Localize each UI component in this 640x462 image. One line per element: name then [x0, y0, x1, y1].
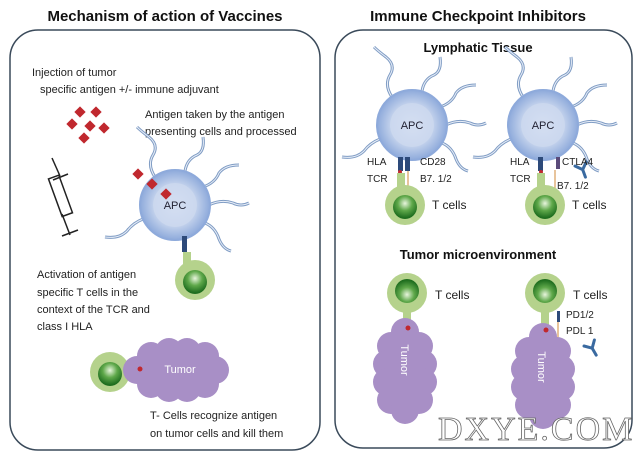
- tcr-receptor: [537, 173, 545, 187]
- antigen-taken-text-1: Antigen taken by the antigen: [145, 109, 284, 121]
- activation-text-4: class I HLA: [37, 321, 93, 333]
- tumor-micro-title: Tumor microenvironment: [400, 247, 557, 262]
- apc-label: APC: [164, 200, 187, 212]
- pdl1-label: PDL 1: [566, 326, 594, 337]
- apc-cell: [473, 47, 617, 171]
- apc-cell: [342, 47, 486, 171]
- injection-text-2: specific antigen +/- immune adjuvant: [40, 84, 219, 96]
- t-cells-label: T cells: [432, 198, 466, 212]
- apc-cell: [105, 127, 249, 251]
- t-cells-label: T cells: [573, 288, 607, 302]
- activation-text-3: context of the TCR and: [37, 304, 150, 316]
- b7-label: B7. 1/2: [557, 181, 589, 192]
- watermark: DXYE.COM: [438, 411, 634, 448]
- hla-label: HLA: [367, 157, 387, 168]
- antigen-dot: [137, 366, 143, 372]
- injection-text-1: Injection of tumor: [32, 67, 117, 79]
- hla-receptor: [538, 157, 543, 171]
- pd1-receptor: [557, 311, 560, 322]
- b7-label: B7. 1/2: [420, 174, 452, 185]
- tcr-label: TCR: [510, 174, 531, 185]
- right-panel-title: Immune Checkpoint Inhibitors: [370, 8, 586, 25]
- apc-label: APC: [401, 120, 424, 132]
- antigen-on-apc-icon: [132, 168, 172, 200]
- tumor-label: Tumor: [398, 344, 410, 376]
- hla-receptor: [182, 236, 187, 252]
- t-cells-label: T cells: [572, 198, 606, 212]
- syringe-icon: [47, 157, 79, 237]
- antigen-dot: [543, 327, 549, 333]
- t-cell: [385, 185, 425, 225]
- apc-label: APC: [532, 120, 555, 132]
- t-cells-label: T cells: [435, 288, 469, 302]
- cd28-label: CD28: [420, 157, 446, 168]
- left-panel-border: [9, 29, 321, 451]
- antigen-taken-text-2: presenting cells and processed: [145, 126, 297, 138]
- pd1-label: PD1/2: [566, 310, 594, 321]
- activation-text-2: specific T cells in the: [37, 287, 138, 299]
- hla-label: HLA: [510, 157, 530, 168]
- antigen-diamonds-icon: [66, 106, 110, 144]
- activation-text-1: Activation of antigen: [37, 269, 136, 281]
- lymphatic-title: Lymphatic Tissue: [423, 40, 532, 55]
- tcr-receptor: [397, 173, 405, 187]
- tcr-label: TCR: [367, 174, 388, 185]
- left-panel-title: Mechanism of action of Vaccines: [47, 8, 282, 25]
- tcr-receptor: [183, 252, 191, 264]
- recognize-text-2: on tumor cells and kill them: [150, 428, 283, 440]
- tcr-receptor: [403, 311, 411, 325]
- antibody-icon: [582, 338, 603, 360]
- ctla4-label: CTLA4: [562, 157, 594, 168]
- tcr-receptor: [541, 311, 549, 325]
- hla-receptor: [398, 157, 403, 171]
- t-cell: [175, 260, 215, 300]
- ctla4-receptor: [556, 157, 560, 169]
- t-cell: [525, 273, 565, 313]
- t-cell: [387, 273, 427, 313]
- recognize-text-1: T- Cells recognize antigen: [150, 410, 277, 422]
- cd28-receptor: [405, 157, 410, 171]
- tumor-label: Tumor: [535, 351, 547, 383]
- right-panel-border: [334, 29, 633, 449]
- antigen-dot: [405, 325, 411, 331]
- tumor-label: Tumor: [164, 364, 196, 376]
